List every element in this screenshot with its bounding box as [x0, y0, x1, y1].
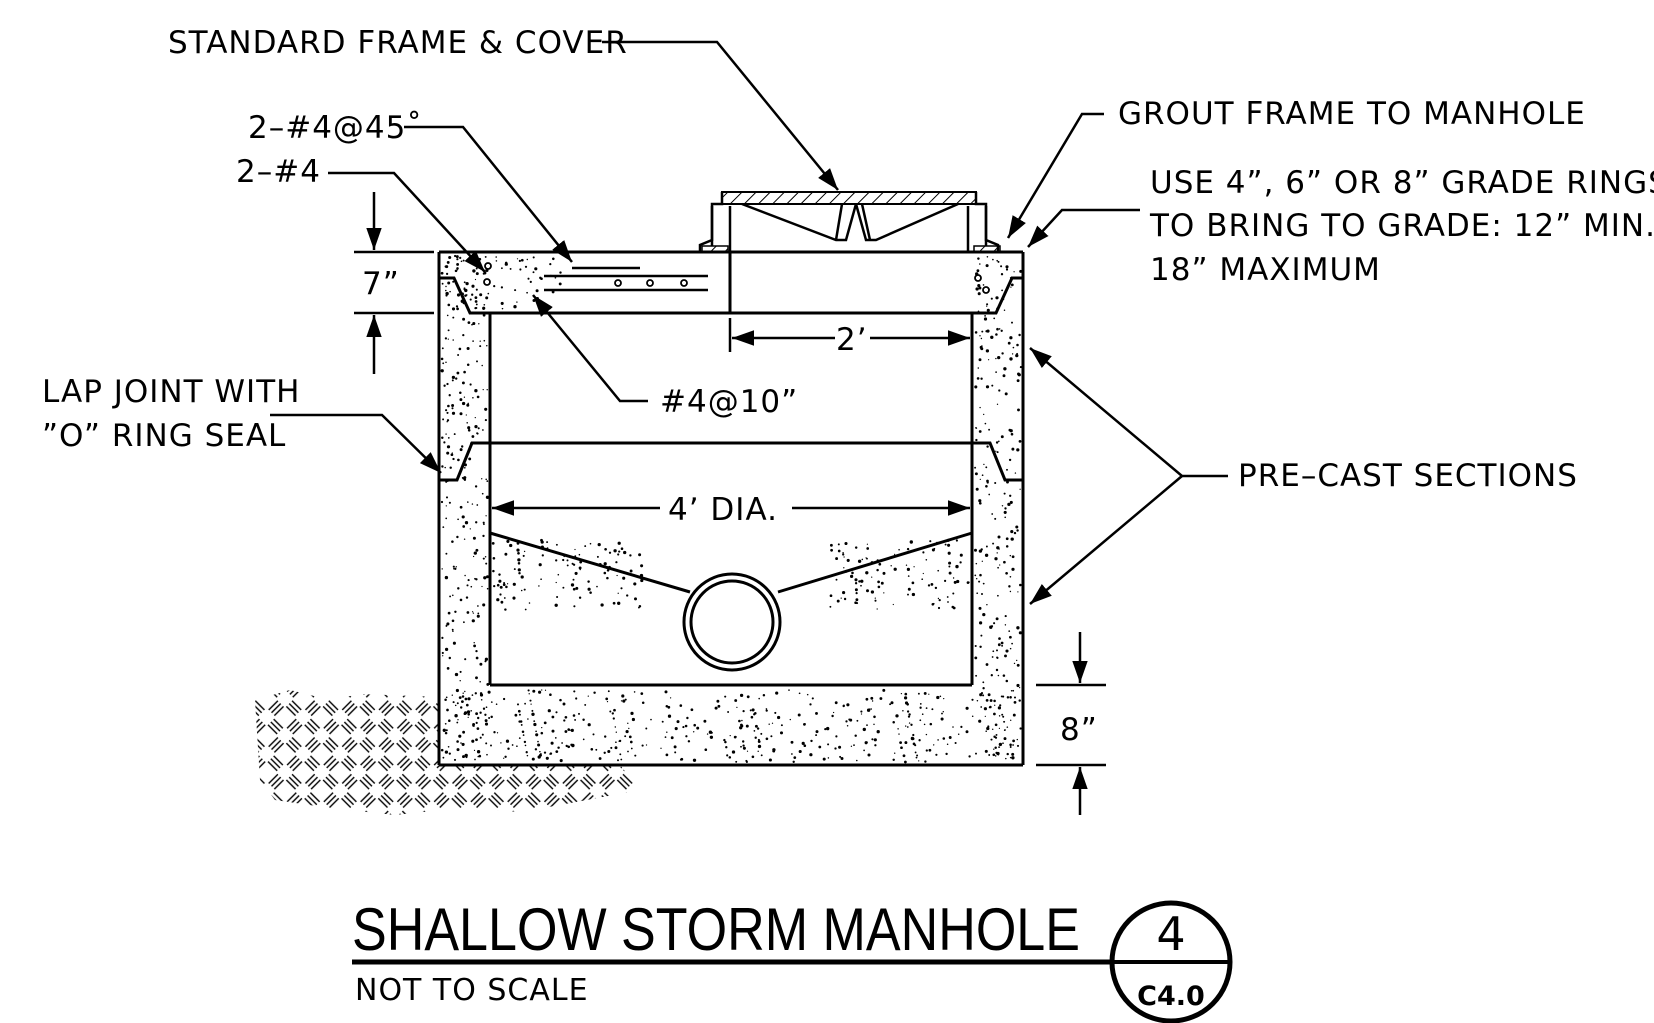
label-lap-joint-1: LAP JOINT WITH — [42, 374, 300, 410]
frame-and-cover — [698, 191, 1001, 253]
dimension-labels: 7” 2’ 4’ DIA. 8” — [362, 266, 1098, 748]
title-block: SHALLOW STORM MANHOLE NOT TO SCALE 4 C4.… — [352, 896, 1233, 1023]
sheet-number: C4.0 — [1137, 981, 1205, 1012]
concrete-stipple — [440, 254, 1023, 764]
dim-slab-thickness: 7” — [362, 266, 400, 302]
leader-lines — [270, 40, 1228, 815]
scale-note: NOT TO SCALE — [355, 973, 589, 1008]
label-grade-rings-3: 18” MAXIMUM — [1150, 252, 1381, 288]
drawing-title: SHALLOW STORM MANHOLE — [352, 896, 1080, 963]
detail-number: 4 — [1156, 907, 1185, 961]
label-rebar-2: 2–#4 — [236, 154, 321, 190]
soil-hatch — [255, 690, 640, 815]
label-rebar-45: 2–#4@45˚ — [248, 110, 423, 146]
label-precast: PRE–CAST SECTIONS — [1238, 458, 1578, 494]
dim-diameter: 4’ DIA. — [668, 492, 778, 528]
label-rebar-10: #4@10” — [660, 384, 798, 420]
label-frame-cover: STANDARD FRAME & COVER — [168, 25, 628, 61]
label-grade-rings-1: USE 4”, 6” OR 8” GRADE RINGS — [1150, 165, 1654, 201]
dim-base-thickness: 8” — [1060, 712, 1098, 748]
callout-labels: STANDARD FRAME & COVER 2–#4@45˚ 2–#4 GRO… — [42, 25, 1654, 494]
label-lap-joint-2: ”O” RING SEAL — [42, 418, 286, 454]
label-grout: GROUT FRAME TO MANHOLE — [1118, 96, 1586, 132]
label-grade-rings-2: TO BRING TO GRADE: 12” MIN. – — [1149, 208, 1654, 244]
slab-rebar — [483, 262, 990, 294]
dim-opening-width: 2’ — [836, 322, 868, 358]
